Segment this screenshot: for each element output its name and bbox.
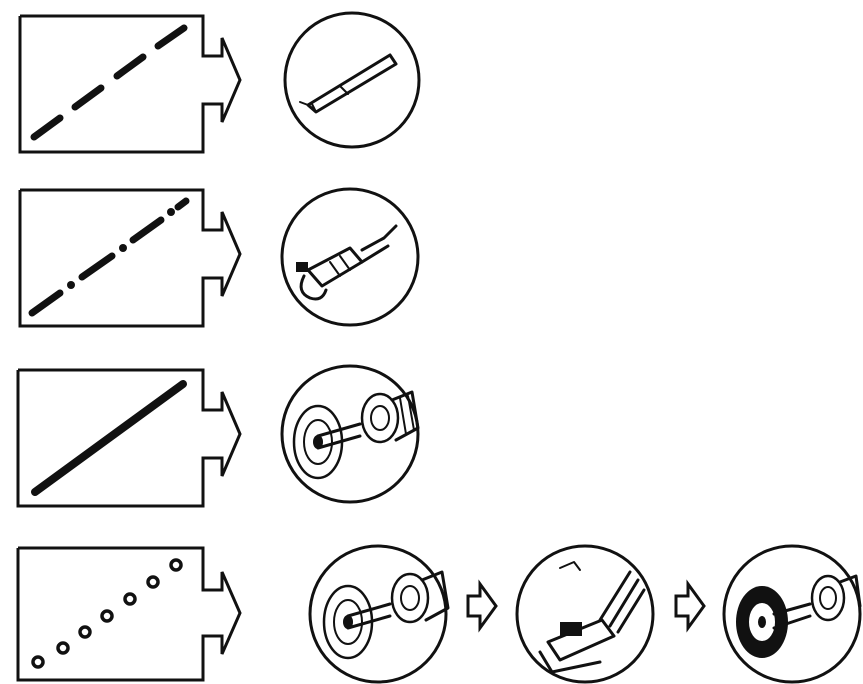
row-dash-dot-line <box>18 187 420 328</box>
row-dashed-line <box>18 11 421 154</box>
nibbler-icon <box>515 544 655 684</box>
dash-dot-line-mark <box>28 197 190 317</box>
hand-drill-icon <box>280 187 420 327</box>
row-dotted-holes <box>16 544 862 684</box>
panel-solid-line <box>16 368 242 508</box>
chisel-icon <box>283 11 421 149</box>
step-arrow-icon <box>674 579 706 633</box>
step-arrow-icon <box>466 579 498 633</box>
cutting-disc-icon <box>280 364 420 504</box>
panel-dash-dot-line <box>18 188 242 328</box>
solid-line-mark <box>31 380 187 496</box>
wire-brush-icon <box>722 544 862 684</box>
dashed-line-mark <box>30 24 188 141</box>
dotted-holes-mark <box>31 558 183 669</box>
cutting-disc-icon <box>308 544 450 684</box>
row-solid-line <box>16 364 420 508</box>
panel-dashed-line <box>18 14 242 154</box>
panel-dotted-holes <box>16 546 242 682</box>
